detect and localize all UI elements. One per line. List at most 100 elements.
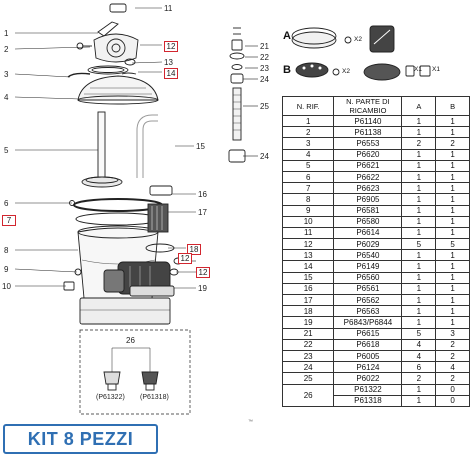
table-cell: 23 [281,349,335,363]
table-cell: 1 [401,126,437,139]
table-cell: 7 [281,182,335,195]
callout-25: 25 [260,102,269,111]
pump-motor [103,261,175,297]
table-cell: 1 [401,282,437,296]
callout-22: 22 [260,53,269,62]
table-cell: 11 [281,226,335,240]
table-cell: P61140 [333,114,403,128]
header-part-number: N. PARTE DI RICAMBIO [333,96,403,116]
callout-2: 2 [4,45,9,54]
table-cell: 1 [435,182,470,195]
table-cell: 22 [281,338,335,351]
filter-dome [77,75,159,105]
table-header-row: N. RIF. N. PARTE DI RICAMBIO A B [281,96,470,116]
kit-b-illustration [295,62,431,81]
callout-24-top: 24 [260,75,269,84]
table-cell: 1 [435,114,470,128]
table-cell: 1 [401,249,437,262]
table-cell: P6029 [333,238,403,251]
table-cell: P6005 [333,349,403,363]
table-cell: 9 [281,204,335,217]
table-cell: 8 [281,193,335,206]
valve-head [76,3,139,63]
table-cell: 15 [281,271,335,284]
callout-11: 11 [164,4,173,13]
kit-b-qty-3: X1 [432,66,440,73]
callout-6: 6 [4,199,9,208]
table-cell: P6614 [333,226,403,240]
callout-21: 21 [260,42,269,51]
table-cell: 1 [435,170,470,184]
table-cell: 18 [281,305,335,318]
table-cell: 14 [281,260,335,273]
table-cell: 2 [435,372,470,385]
table-cell: 1 [435,316,470,329]
table-cell: 5 [435,238,470,251]
table-cell: P61138 [333,126,403,139]
kit-title-box: KIT 8 PEZZI [3,424,158,454]
table-cell: 1 [401,148,437,161]
callout-8: 8 [4,246,9,255]
leader-lines [14,7,258,289]
center-pipe [81,111,123,188]
table-cell: 6 [401,361,437,374]
table-cell: P6618 [333,338,403,351]
callout-14: 14 [164,68,178,79]
table-cell: 25 [281,372,335,385]
table-cell: 1 [401,316,437,329]
kit-a-qty: X2 [354,36,362,43]
callout-3: 3 [4,70,9,79]
drain-caps [103,371,159,391]
callout-23: 23 [260,64,269,73]
table-cell: 2 [401,137,437,150]
kit-a-illustration [291,25,395,53]
table-cell: 1 [401,159,437,172]
table-cell: P6623 [333,182,403,195]
table-cell: 2 [435,349,470,363]
table-cell: P6622 [333,170,403,184]
table-cell: P6124 [333,361,403,374]
table-cell: 5 [281,159,335,172]
detail-code-left: (P61322) [96,394,125,401]
table-cell: 19 [281,316,335,329]
callout-24-bottom: 24 [260,152,269,161]
table-cell: 1 [401,293,437,307]
table-cell: 2 [435,137,470,150]
table-cell: P6843/P6844 [333,316,403,329]
callout-5: 5 [4,146,9,155]
table-cell: 21 [281,327,335,340]
table-cell: 1 [401,305,437,318]
table-cell: 4 [435,361,470,374]
table-cell: 1 [401,204,437,217]
table-cell: P61322 [333,383,403,396]
table-cell: 1 [401,170,437,184]
header-a: A [401,96,437,116]
table-cell: 12 [281,238,335,251]
table-cell: 5 [401,238,437,251]
table-cell: 2 [401,372,437,385]
header-ref: N. RIF. [281,96,335,116]
copyright-mark: ™ [248,419,253,425]
table-cell: P6563 [333,305,403,318]
table-cell: 2 [281,126,335,139]
table-cell: 1 [401,215,437,228]
table-cell: 5 [401,327,437,340]
table-cell: 1 [401,271,437,284]
table-cell: 4 [281,148,335,161]
table-cell: 1 [435,293,470,307]
